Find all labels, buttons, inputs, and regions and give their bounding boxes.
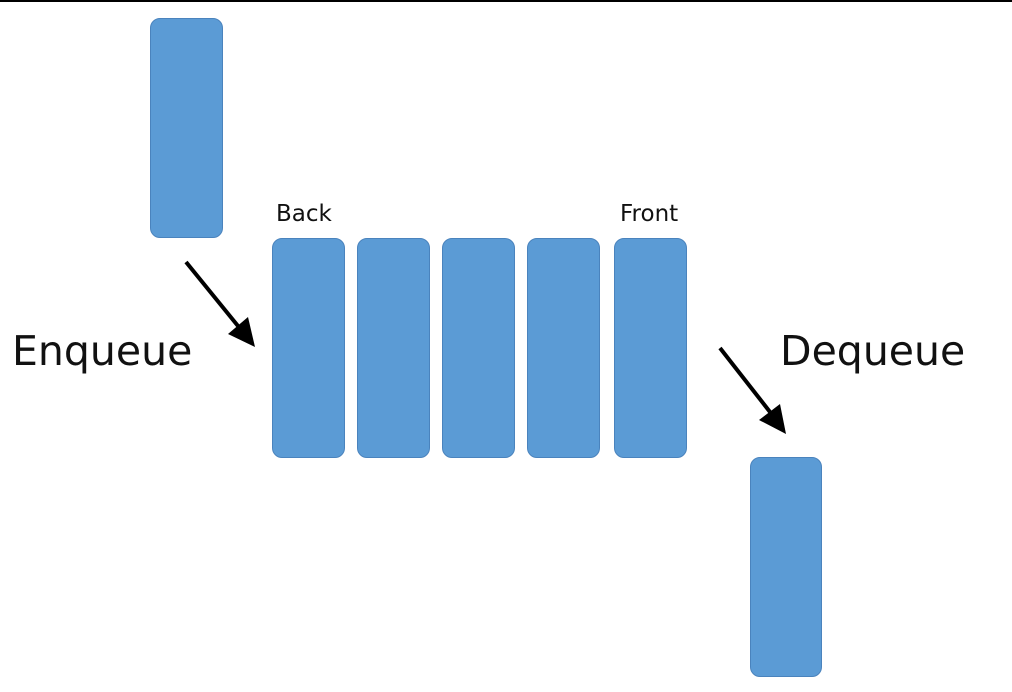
queue-element-back bbox=[272, 238, 345, 458]
front-label: Front bbox=[620, 201, 679, 227]
top-border-line bbox=[0, 0, 1012, 2]
back-label: Back bbox=[276, 201, 332, 227]
queue-element-4 bbox=[527, 238, 600, 458]
dequeue-arrow-icon bbox=[718, 346, 786, 434]
incoming-element-block bbox=[150, 18, 223, 238]
enqueue-arrow-icon bbox=[184, 260, 255, 347]
queue-element-2 bbox=[357, 238, 430, 458]
enqueue-label: Enqueue bbox=[12, 327, 193, 375]
dequeue-label: Dequeue bbox=[780, 327, 966, 375]
queue-element-front bbox=[614, 238, 687, 458]
dequeued-element-block bbox=[750, 457, 822, 677]
queue-element-3 bbox=[442, 238, 515, 458]
